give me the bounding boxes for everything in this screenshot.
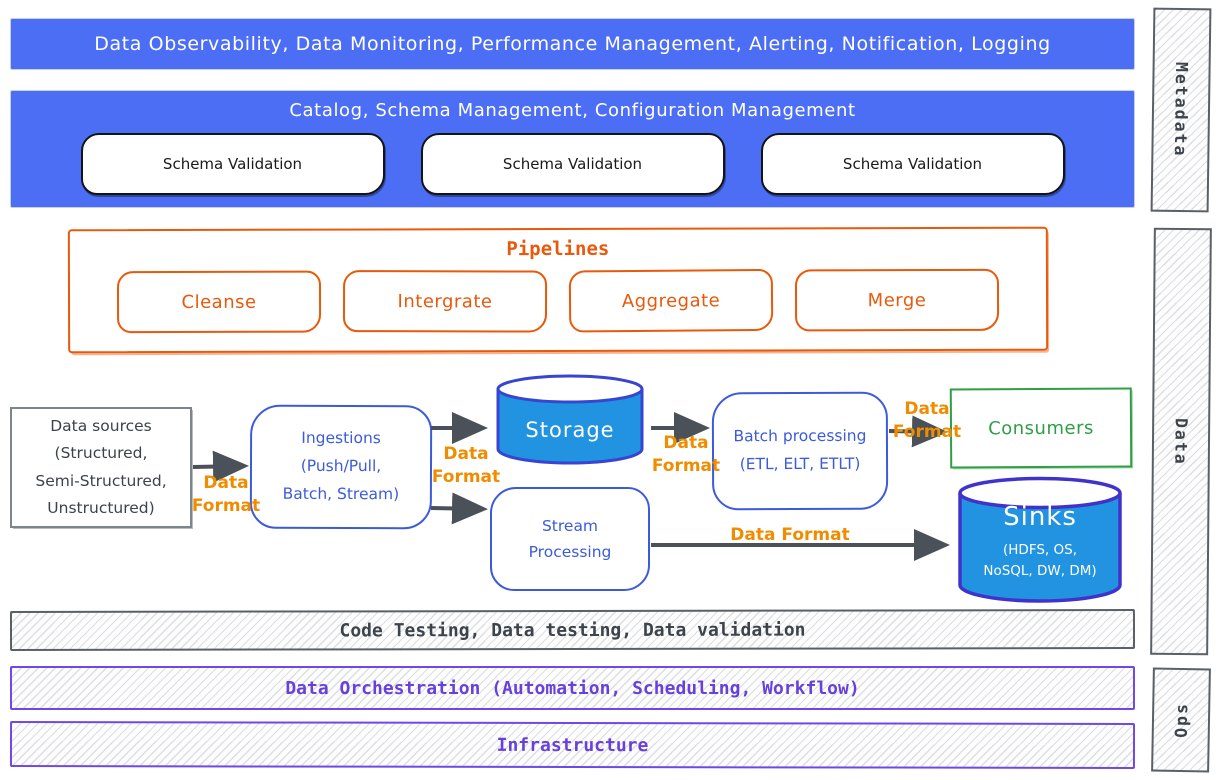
- data-sources-box: Data sources (Structured, Semi-Structure…: [10, 407, 192, 528]
- sinks-subtitle: (HDFS, OS, NoSQL, DW, DM): [983, 542, 1097, 579]
- orchestration-bar: Data Orchestration (Automation, Scheduli…: [10, 666, 1135, 710]
- data-format-label: Data Format: [730, 525, 850, 545]
- infrastructure-bar-label: Infrastructure: [496, 734, 649, 756]
- catalog-banner-label: Catalog, Schema Management, Configuratio…: [289, 100, 856, 121]
- cylinder-shape: [496, 374, 644, 465]
- consumers-label: Consumers: [988, 417, 1094, 439]
- orchestration-bar-label: Data Orchestration (Automation, Scheduli…: [285, 677, 860, 699]
- pipelines-container: Pipelines Cleanse Intergrate Aggregate M…: [67, 226, 1049, 354]
- schema-validation-box: Schema Validation: [760, 133, 1065, 195]
- ops-label: Ops: [1171, 701, 1191, 739]
- observability-banner: Data Observability, Data Monitoring, Per…: [10, 18, 1135, 70]
- storage-label: Storage: [525, 418, 615, 442]
- pipeline-stage-aggregate: Aggregate: [568, 268, 774, 333]
- testing-bar: Code Testing, Data testing, Data validat…: [9, 609, 1136, 651]
- stage-label: Cleanse: [181, 291, 257, 313]
- schema-validation-row: Schema Validation Schema Validation Sche…: [11, 133, 1134, 195]
- pipelines-stage-row: Cleanse Intergrate Aggregate Merge: [70, 268, 1046, 334]
- schema-validation-box: Schema Validation: [420, 133, 725, 195]
- consumers-box: Consumers: [949, 387, 1133, 469]
- data-format-label: Data Format: [892, 399, 962, 442]
- schema-validation-label: Schema Validation: [502, 155, 643, 173]
- schema-validation-box: Schema Validation: [80, 133, 385, 195]
- side-bar-ops: Ops: [1151, 667, 1211, 773]
- cylinder-shape: [958, 476, 1122, 603]
- ingestions-box: Ingestions (Push/Pull, Batch, Stream): [249, 404, 433, 530]
- batch-processing-box: Batch processing (ETL, ELT, ETLT): [711, 391, 889, 511]
- testing-bar-label: Code Testing, Data testing, Data validat…: [339, 619, 806, 641]
- data-format-label: Data Format: [431, 444, 501, 487]
- pipelines-title: Pipelines: [506, 237, 610, 261]
- stage-label: Merge: [867, 289, 927, 311]
- side-bar-data: Data: [1150, 227, 1212, 656]
- catalog-banner: Catalog, Schema Management, Configuratio…: [10, 90, 1135, 208]
- side-bar-metadata: Metadata: [1150, 7, 1212, 213]
- pipeline-stage-merge: Merge: [794, 268, 1000, 332]
- infrastructure-bar: Infrastructure: [9, 721, 1136, 769]
- schema-validation-label: Schema Validation: [842, 155, 983, 173]
- stage-label: Aggregate: [621, 289, 721, 312]
- storage-cylinder: Storage: [490, 372, 650, 470]
- metadata-label: Metadata: [1170, 62, 1192, 158]
- observability-banner-label: Data Observability, Data Monitoring, Per…: [94, 33, 1051, 55]
- stage-label: Intergrate: [397, 290, 493, 312]
- data-label: Data: [1171, 417, 1191, 466]
- sinks-cylinder: Sinks (HDFS, OS, NoSQL, DW, DM): [952, 474, 1128, 608]
- pipeline-stage-integrate: Intergrate: [342, 270, 548, 333]
- schema-validation-label: Schema Validation: [162, 155, 303, 173]
- stream-processing-box: Stream Processing: [490, 487, 650, 591]
- pipeline-stage-cleanse: Cleanse: [116, 270, 322, 334]
- data-format-label: Data Format: [651, 433, 721, 476]
- sinks-title: Sinks: [1003, 502, 1077, 532]
- data-format-label: Data Format: [191, 473, 261, 516]
